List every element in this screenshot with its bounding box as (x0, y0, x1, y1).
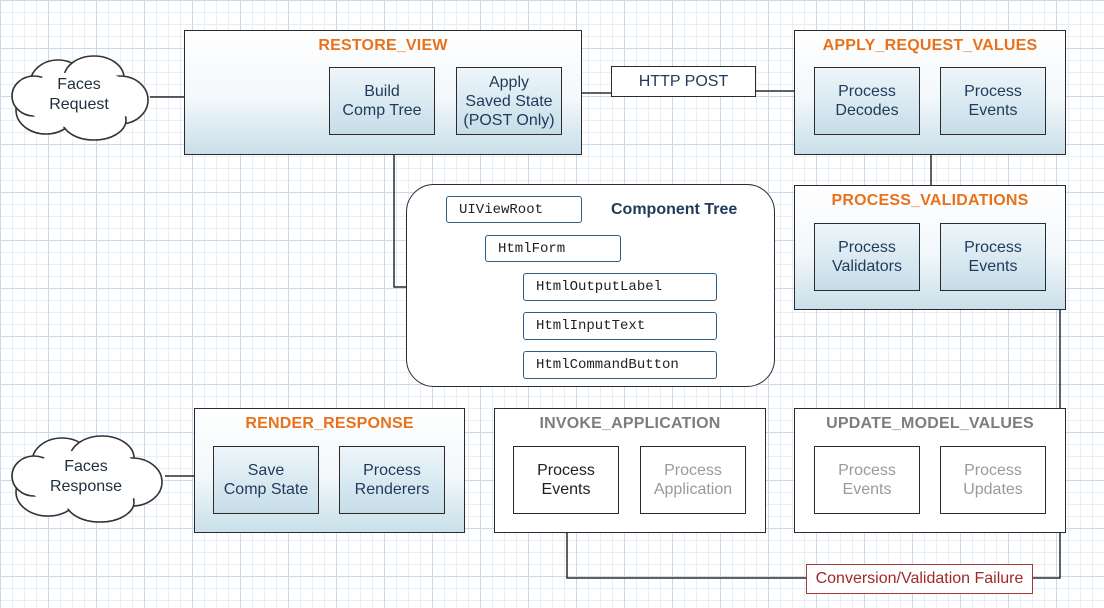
htmlinputtext-node: HtmlInputText (523, 312, 717, 340)
update-process-events-box: Process Events (814, 446, 920, 514)
uiviewroot-node: UIViewRoot (446, 196, 582, 223)
invoke-events-line2: Events (541, 481, 591, 498)
invoke-process-events-box: Process Events (513, 446, 619, 514)
apply-saved-state-box: Apply Saved State (POST Only) (456, 67, 562, 135)
build-to-tree-line (393, 135, 407, 288)
apply-line1: Apply (488, 73, 530, 91)
conversion-validation-failure-label: Conversion/Validation Failure (806, 564, 1033, 594)
validation-events-line2: Events (968, 258, 1018, 275)
build-comp-tree-box: Build Comp Tree (329, 67, 435, 135)
apply-request-values-title: APPLY_REQUEST_VALUES (822, 37, 1038, 54)
application-line1: Process (664, 462, 722, 479)
faces-response-line2: Response (49, 478, 123, 495)
application-line2: Application (653, 481, 733, 498)
htmloutputlabel-node: HtmlOutputLabel (523, 273, 717, 301)
update-model-values-title: UPDATE_MODEL_VALUES (826, 415, 1034, 432)
htmlform-node: HtmlForm (485, 235, 621, 262)
build-line1: Build (364, 83, 400, 100)
faces-request-line2: Request (49, 96, 109, 113)
invoke-application-title: INVOKE_APPLICATION (539, 415, 721, 432)
invoke-to-failure-line (566, 533, 806, 579)
process-updates-box: Process Updates (940, 446, 1046, 514)
decodes-line1: Process (838, 83, 896, 100)
update-events-line2: Events (842, 481, 892, 498)
faces-response-cloud: Faces Response (6, 430, 166, 526)
process-application-box: Process Application (640, 446, 746, 514)
validators-line1: Process (838, 239, 896, 256)
process-validations-title: PROCESS_VALIDATIONS (831, 192, 1029, 209)
apply-events-line1: Process (964, 83, 1022, 100)
update-events-line1: Process (838, 462, 896, 479)
updates-line1: Process (964, 462, 1022, 479)
build-line2: Comp Tree (342, 102, 422, 119)
renderers-line2: Renderers (354, 481, 430, 498)
apply-process-events-box: Process Events (940, 67, 1046, 135)
apply-line3: (POST Only) (463, 111, 555, 129)
invoke-events-line1: Process (537, 462, 595, 479)
faces-request-line1: Faces (57, 76, 101, 93)
component-tree-title: Component Tree (611, 201, 738, 218)
process-decodes-box: Process Decodes (814, 67, 920, 135)
process-validators-box: Process Validators (814, 223, 920, 291)
validations-process-events-box: Process Events (940, 223, 1046, 291)
http-post-label: HTTP POST (611, 66, 756, 97)
render-response-title: RENDER_RESPONSE (245, 415, 414, 432)
updates-line2: Updates (963, 481, 1023, 498)
save-comp-state-box: Save Comp State (213, 446, 319, 514)
validators-line2: Validators (832, 258, 902, 275)
faces-response-line1: Faces (64, 458, 108, 475)
cloud-icon (11, 435, 163, 523)
apply-line2: Saved State (465, 92, 553, 110)
apply-events-line2: Events (968, 102, 1018, 119)
renderers-line1: Process (363, 462, 421, 479)
faces-request-cloud: Faces Request (6, 52, 152, 144)
cloud-icon (11, 55, 149, 141)
decodes-line2: Decodes (835, 102, 899, 119)
process-renderers-box: Process Renderers (339, 446, 445, 514)
save-line2: Comp State (223, 481, 309, 498)
restore-view-title: RESTORE_VIEW (318, 37, 448, 54)
validation-events-line1: Process (964, 239, 1022, 256)
save-line1: Save (247, 462, 285, 479)
htmlcommandbutton-node: HtmlCommandButton (523, 351, 717, 379)
